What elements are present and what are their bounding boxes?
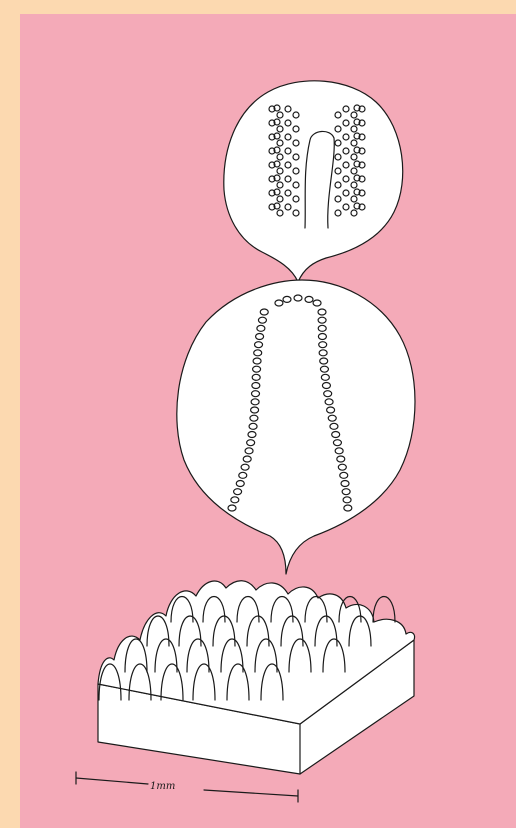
scale-bar: 1mm (76, 772, 298, 802)
scale-bar-label: 1mm (150, 781, 175, 792)
villus-detail-bubble (224, 81, 403, 282)
intestinal-wall-block (98, 581, 415, 774)
villus (373, 597, 395, 623)
cell-detail-bubble (177, 280, 415, 574)
